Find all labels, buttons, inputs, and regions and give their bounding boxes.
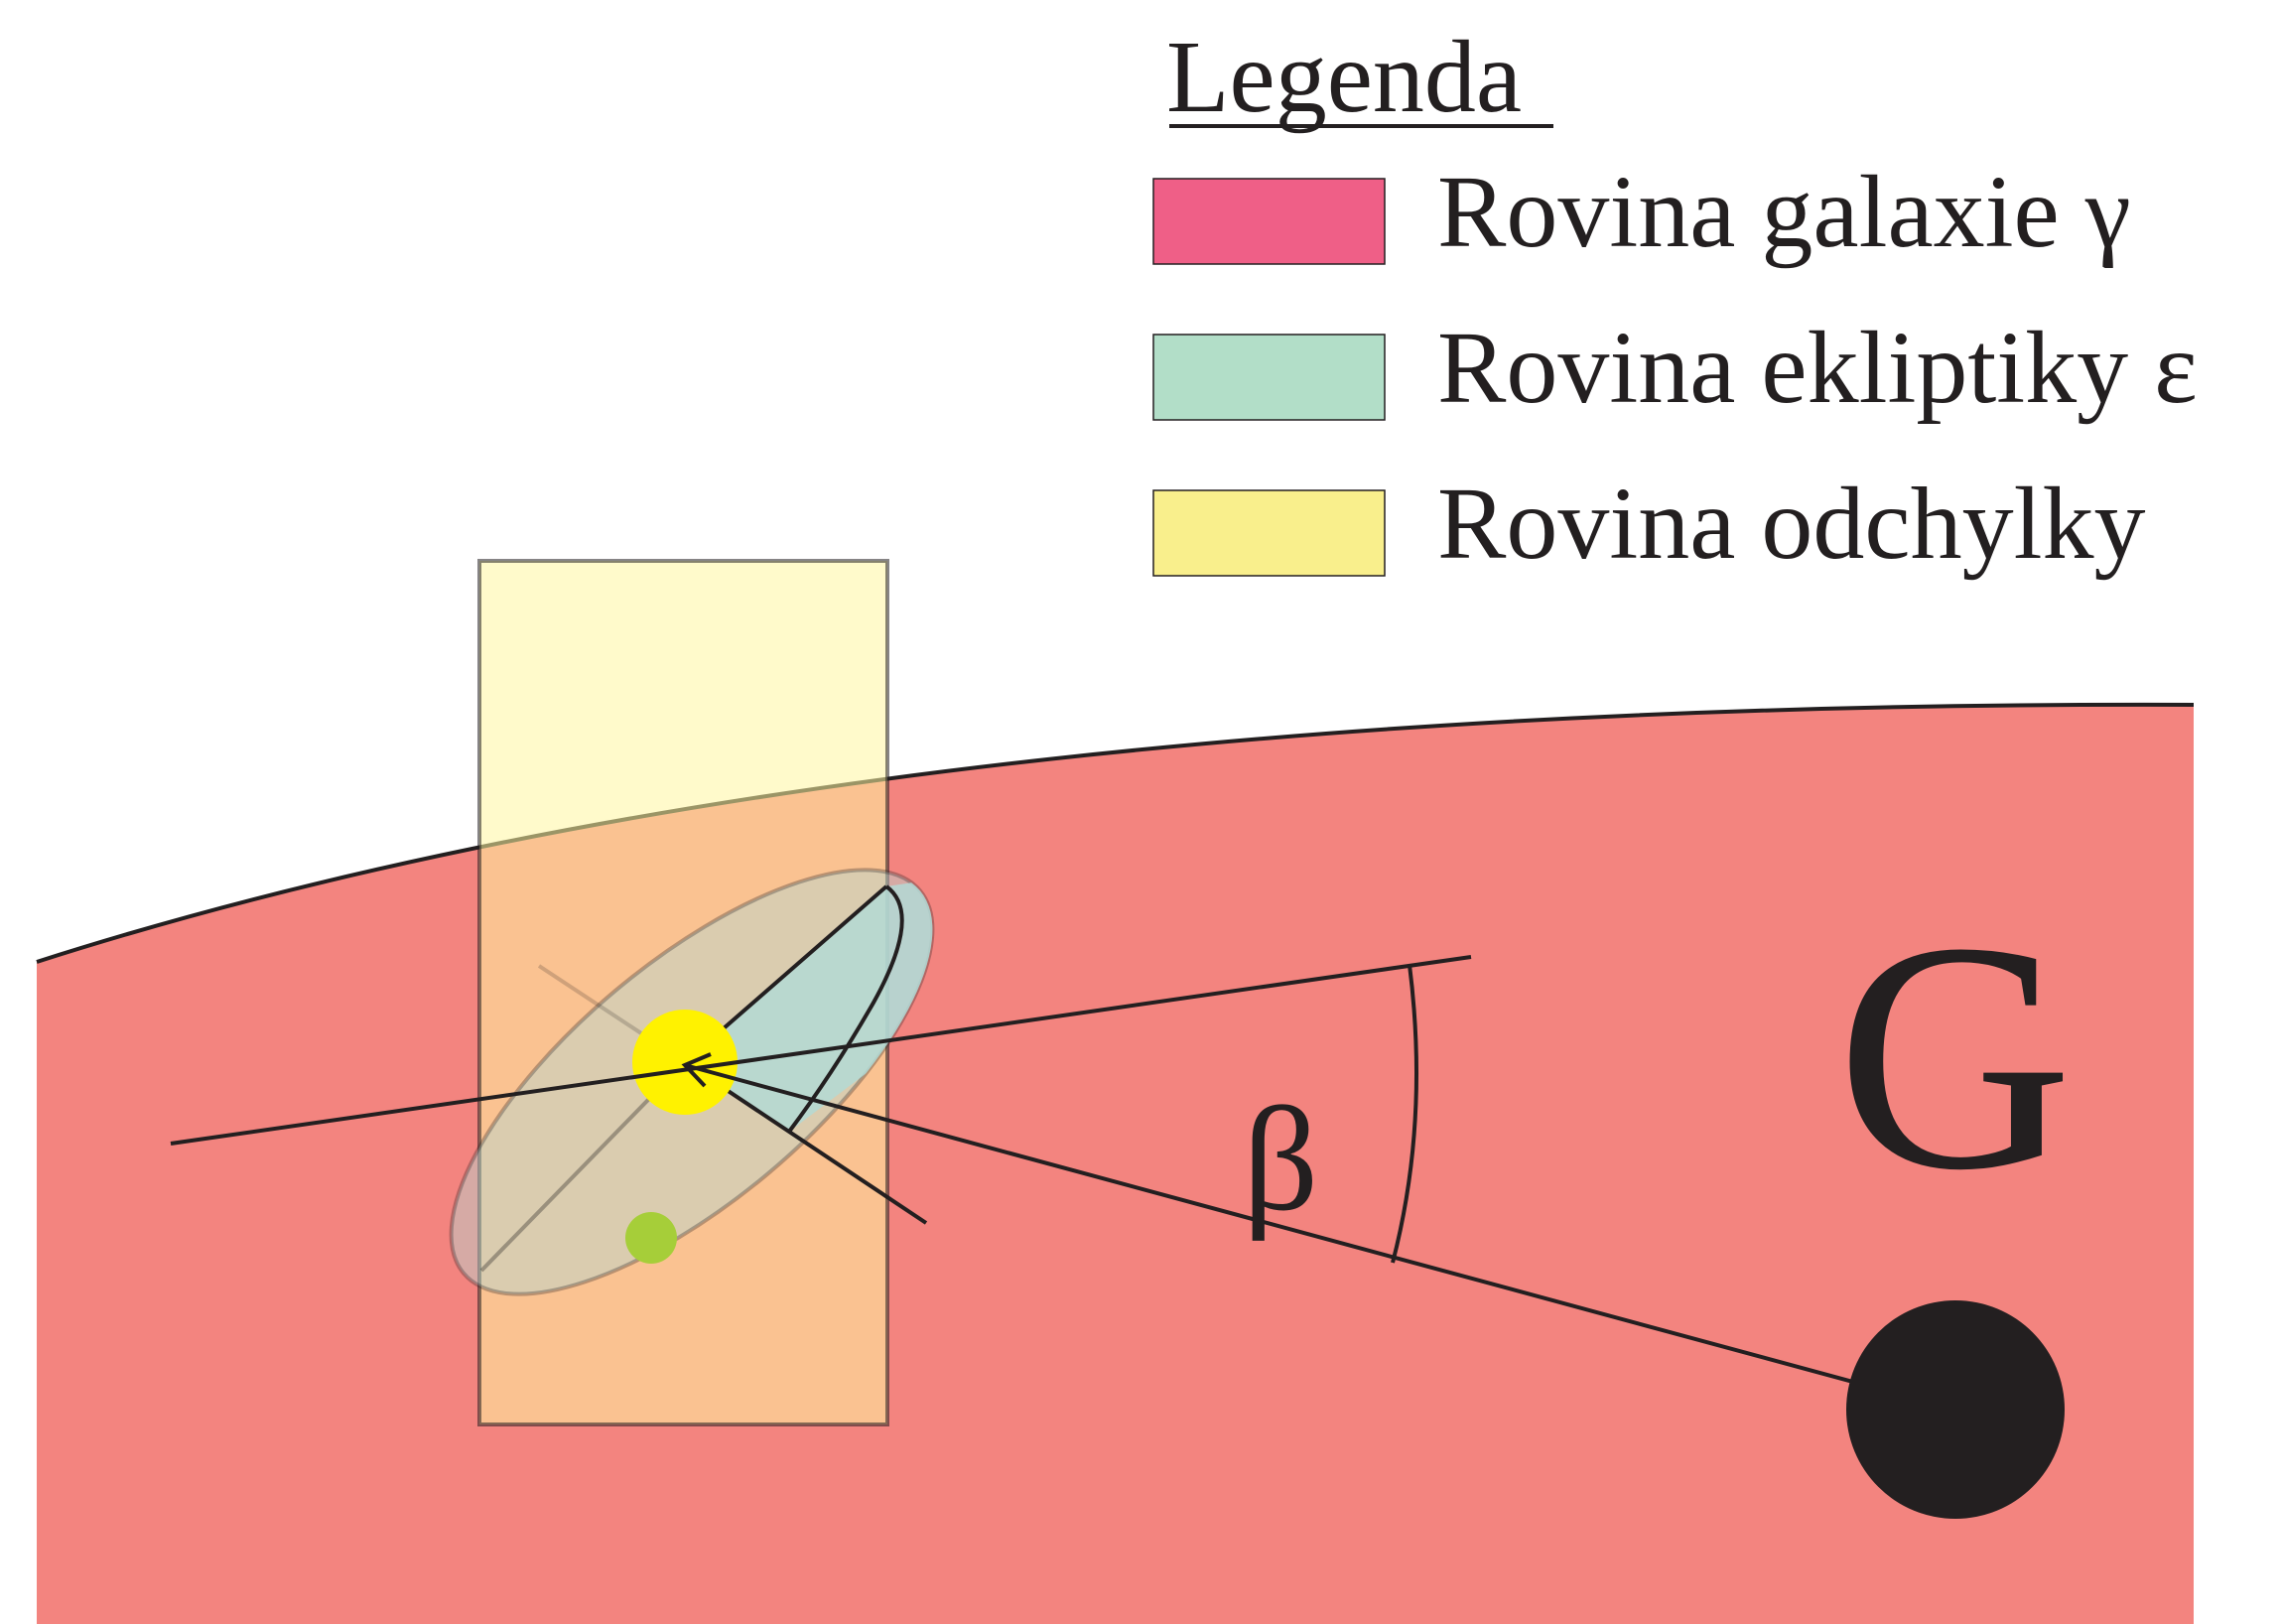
angle-beta-label: β (1243, 1077, 1318, 1242)
legend-title: Legenda (1166, 20, 1522, 134)
angle-arc (1391, 964, 1418, 1264)
galaxy-plane-edge (36, 702, 2195, 964)
legend-label-galaxy: Rovina galaxie γ (1437, 155, 2131, 269)
legend-label-deviation: Rovina odchylky (1437, 467, 2145, 581)
reference-line (170, 955, 1472, 1146)
center-direction-line (684, 1063, 1956, 1412)
legend: Legenda Rovina galaxie γ Rovina ekliptik… (1152, 20, 2198, 581)
sun (632, 1010, 738, 1115)
earth (625, 1212, 677, 1264)
legend-swatch-deviation (1152, 489, 1386, 577)
galactic-center (1846, 1300, 2065, 1519)
legend-swatch-galaxy (1152, 178, 1386, 265)
arrow-head (681, 1052, 712, 1088)
ecliptic-front-rim (787, 884, 904, 1134)
legend-label-ecliptic: Rovina ekliptiky ε (1437, 311, 2198, 425)
galactic-center-label: G (1836, 876, 2073, 1238)
legend-swatch-ecliptic (1152, 334, 1386, 421)
